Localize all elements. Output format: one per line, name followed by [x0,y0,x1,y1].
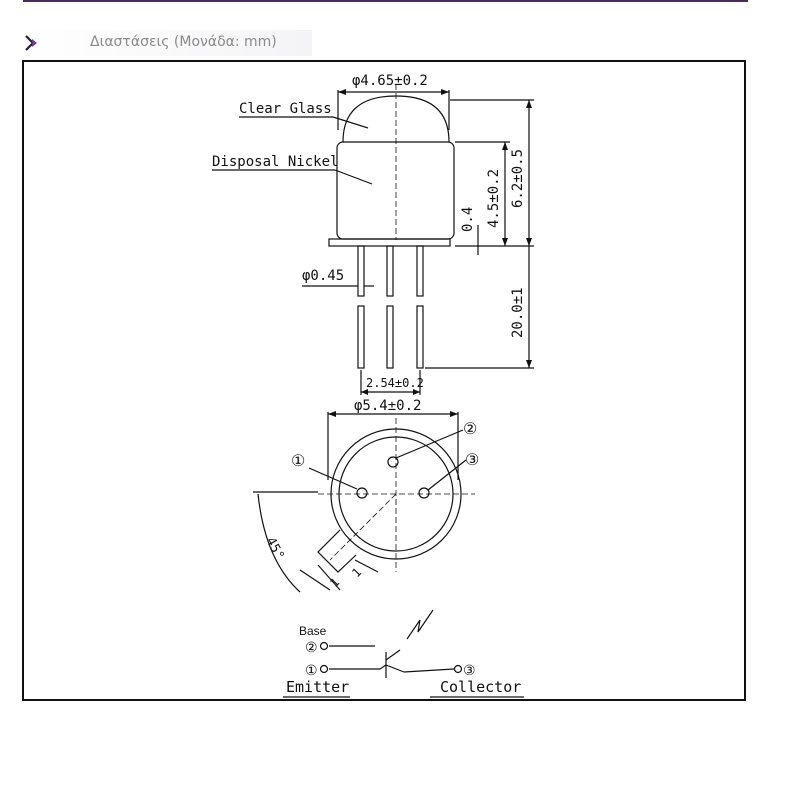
section-header: Διαστάσεις (Μονάδα: mm) [22,30,312,56]
total-height-dim: 6.2±0.5 [510,149,526,208]
pin1-circuit: ① [305,663,318,679]
flange-dim: 0.4 [460,207,476,232]
base-label: Base [299,624,327,638]
clear-glass-label: Clear Glass [239,101,332,117]
cap-diameter-dim: φ4.65±0.2 [352,73,428,89]
lead-diameter-dim: φ0.45 [302,268,344,284]
pin2-hole [387,456,399,468]
chevron-right-icon [25,35,37,51]
disposal-nickel-label: Disposal Nickel [212,154,338,170]
lead-length-dim: 20.0±1 [510,287,526,338]
flange [328,238,451,247]
pin2-label: ② [463,419,477,438]
pin3-label: ③ [465,450,479,469]
diagram-frame [22,60,746,701]
base-diameter-dim: φ5.4±0.2 [354,398,421,414]
pitch-dim: 2.54±0.2 [366,376,424,390]
nickel-body [336,141,455,240]
angle-label: 45° [262,535,286,563]
body-height-dim: 4.5±0.2 [486,169,502,228]
leads-upper [357,245,424,297]
section-title: Διαστάσεις (Μονάδα: mm) [90,34,277,50]
pin1-label: ① [291,451,305,470]
pin3-hole [418,487,430,499]
pin2-circuit: ② [305,640,318,656]
top-rule [23,0,748,2]
collector-label: Collector [440,678,521,696]
pin3-circuit: ③ [463,663,476,679]
orientation-tab [317,529,357,573]
leads-lower [357,305,424,369]
tab-width-1: 1 [327,575,342,590]
tab-width-2: 1 [349,565,364,580]
pin1-hole [356,487,368,499]
emitter-label: Emitter [286,678,349,696]
